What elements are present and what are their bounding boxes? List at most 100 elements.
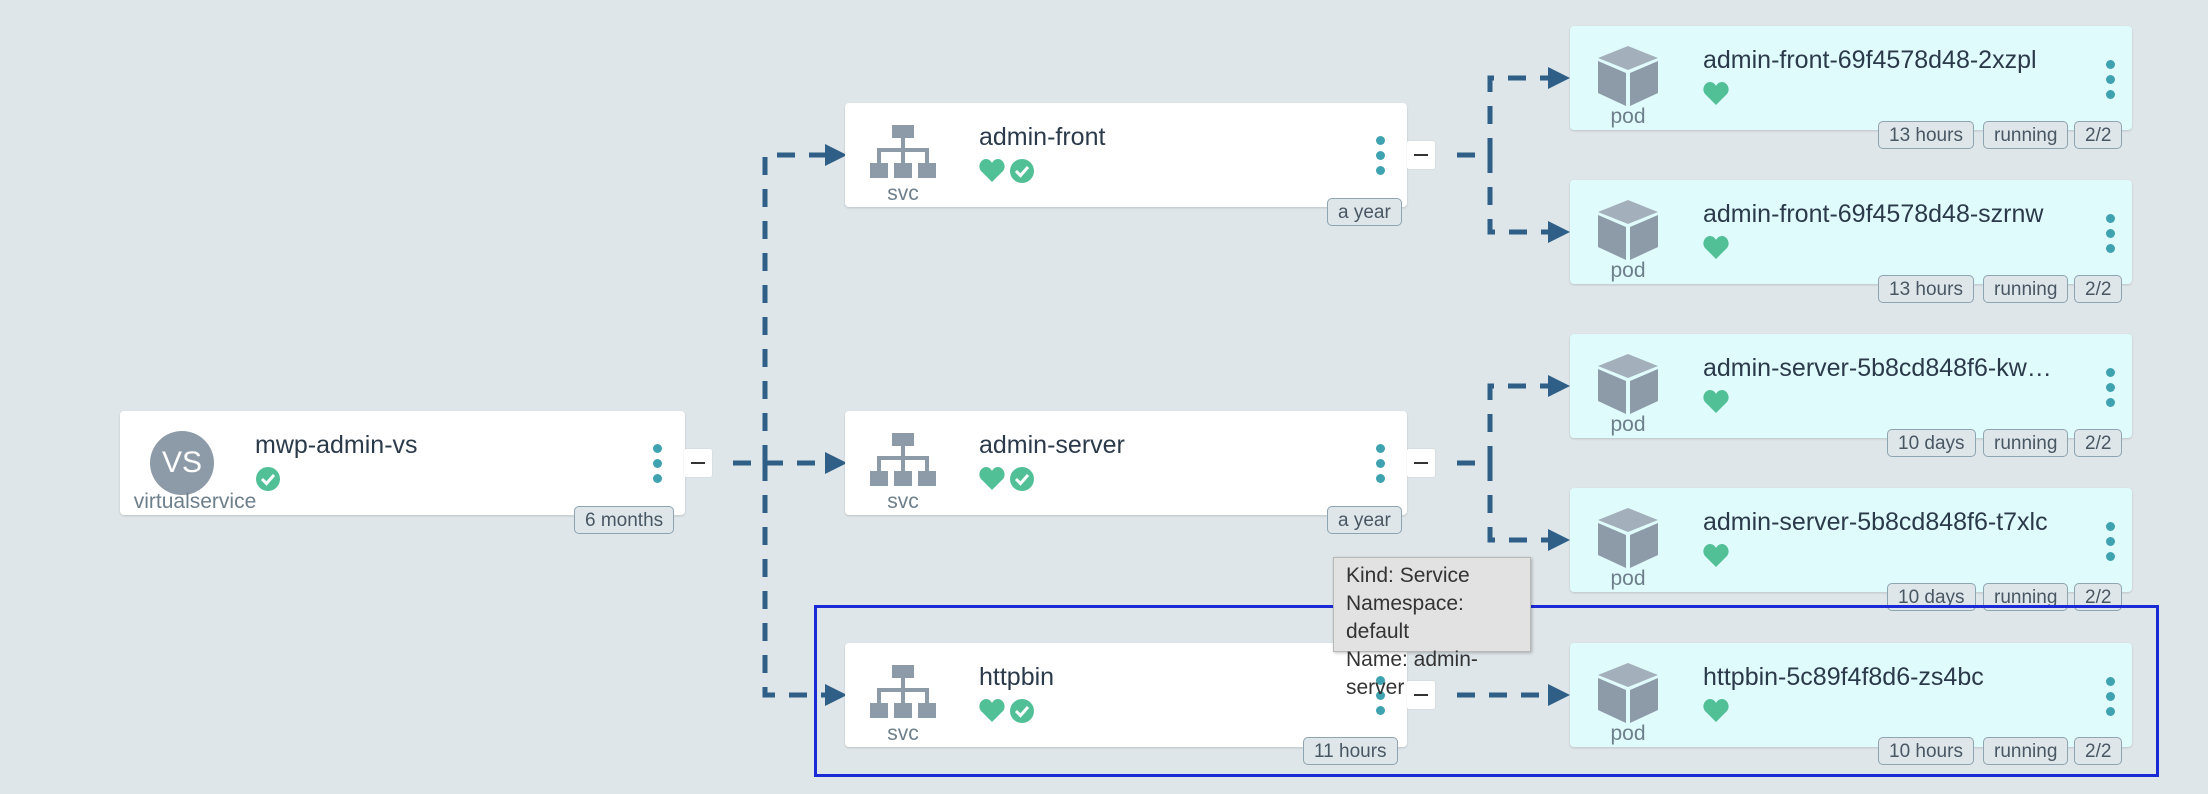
age-badge: 13 hours <box>1878 121 1974 149</box>
collapse-toggle[interactable] <box>1407 141 1435 169</box>
node-title: httpbin-5c89f4f8d6-zs4bc <box>1703 663 1984 691</box>
kebab-menu-button[interactable] <box>1375 136 1385 181</box>
service-icon <box>870 665 936 718</box>
status-icons <box>1703 699 1729 723</box>
heart-icon <box>1703 544 1729 567</box>
heart-icon <box>979 159 1005 182</box>
node-kind-label: virtualservice <box>133 490 257 513</box>
node-kind-label: svc <box>887 722 919 745</box>
arrowhead-pod-3 <box>1548 375 1570 397</box>
heart-icon <box>1703 699 1729 722</box>
virtualservice-node[interactable]: VS virtualservice mwp-admin-vs <box>120 411 685 515</box>
collapse-toggle[interactable] <box>1407 449 1435 477</box>
status-icons <box>1703 390 1729 414</box>
kebab-menu-button[interactable] <box>2105 214 2115 259</box>
node-title: httpbin <box>979 663 1055 691</box>
collapse-toggle[interactable] <box>1407 681 1435 709</box>
status-icons <box>1703 236 1729 260</box>
kebab-menu-button[interactable] <box>2105 522 2115 567</box>
heart-icon <box>979 467 1005 490</box>
check-circle-icon <box>1010 467 1034 491</box>
pod-node-5[interactable]: pod httpbin-5c89f4f8d6-zs4bc <box>1570 643 2132 747</box>
edge-admin-front-to-pod-2 <box>1487 155 1555 235</box>
service-node-admin-server[interactable]: svc admin-server <box>845 411 1407 515</box>
pod-cube-icon <box>1598 663 1658 723</box>
pod-node-1[interactable]: pod admin-front-69f4578d48-2xzpl <box>1570 26 2132 130</box>
ready-badge: 2/2 <box>2074 737 2123 765</box>
status-icons <box>255 466 281 492</box>
service-icon <box>870 433 936 486</box>
node-title: admin-server-5b8cd848f6-t7xlc <box>1703 508 2048 536</box>
arrowhead-httpbin <box>825 684 847 706</box>
edge-vs-to-admin-front <box>733 152 835 466</box>
arrowhead-pod-5 <box>1548 684 1570 706</box>
edge-admin-server-to-pod-4 <box>1487 463 1555 543</box>
node-kind-label: pod <box>1610 722 1646 745</box>
age-badge: 10 hours <box>1878 737 1974 765</box>
status-icons <box>1703 544 1729 568</box>
kebab-menu-button[interactable] <box>2105 368 2115 413</box>
collapse-toggle[interactable] <box>684 449 712 477</box>
check-circle-icon <box>1010 699 1034 723</box>
status-icons <box>979 466 1035 492</box>
kebab-menu-button[interactable] <box>2105 677 2115 722</box>
age-badge: a year <box>1327 506 1402 534</box>
phase-badge: running <box>1983 429 2069 457</box>
node-kind-label: svc <box>887 490 919 513</box>
kebab-menu-button[interactable] <box>652 444 662 489</box>
node-tooltip: Kind: Service Namespace: default Name: a… <box>1333 557 1531 699</box>
tooltip-kind: Kind: Service <box>1346 564 1470 587</box>
age-badge: 13 hours <box>1878 275 1974 303</box>
pod-cube-icon <box>1598 200 1658 260</box>
age-badge: 10 days <box>1887 429 1976 457</box>
node-kind-label: pod <box>1610 567 1646 590</box>
phase-badge: running <box>1983 121 2069 149</box>
node-kind-label: pod <box>1610 413 1646 436</box>
check-circle-icon <box>1010 159 1034 183</box>
edge-admin-front-to-pod-1 <box>1457 75 1555 158</box>
node-kind-label: svc <box>887 182 919 205</box>
heart-icon <box>1703 390 1729 413</box>
node-title: admin-server-5b8cd848f6-kw… <box>1703 354 2052 382</box>
pod-node-3[interactable]: pod admin-server-5b8cd848f6-kw… <box>1570 334 2132 438</box>
kebab-menu-button[interactable] <box>1375 676 1385 721</box>
kebab-menu-button[interactable] <box>2105 60 2115 105</box>
pod-cube-icon <box>1598 46 1658 106</box>
ready-badge: 2/2 <box>2074 275 2123 303</box>
ready-badge: 2/2 <box>2074 429 2123 457</box>
arrowhead-pod-1 <box>1548 67 1570 89</box>
phase-badge: running <box>1983 737 2069 765</box>
heart-icon <box>1703 236 1729 259</box>
arrowhead-admin-server <box>825 452 847 474</box>
tooltip-name: Name: admin-server <box>1346 648 1478 699</box>
heart-icon <box>1703 82 1729 105</box>
check-circle-icon <box>256 467 280 491</box>
status-icons <box>979 158 1035 184</box>
node-title: admin-front-69f4578d48-szrnw <box>1703 200 2044 228</box>
pod-cube-icon <box>1598 508 1658 568</box>
arrowhead-pod-2 <box>1548 221 1570 243</box>
edge-vs-to-httpbin <box>762 463 835 698</box>
pod-node-2[interactable]: pod admin-front-69f4578d48-szrnw <box>1570 180 2132 284</box>
tooltip-namespace: Namespace: default <box>1346 592 1464 643</box>
phase-badge: running <box>1983 275 2069 303</box>
edge-admin-server-to-pod-3 <box>1457 383 1555 466</box>
age-badge: 6 months <box>574 506 675 534</box>
node-kind-label: pod <box>1610 259 1646 282</box>
arrowhead-pod-4 <box>1548 529 1570 551</box>
pod-cube-icon <box>1598 354 1658 414</box>
node-title: admin-server <box>979 431 1125 459</box>
pod-node-4[interactable]: pod admin-server-5b8cd848f6-t7xlc <box>1570 488 2132 592</box>
node-kind-label: pod <box>1610 105 1646 128</box>
node-title: admin-front <box>979 123 1106 151</box>
service-node-admin-front[interactable]: svc admin-front <box>845 103 1407 207</box>
heart-icon <box>979 699 1005 722</box>
virtualservice-avatar: VS <box>150 431 214 495</box>
kebab-menu-button[interactable] <box>1375 444 1385 489</box>
ready-badge: 2/2 <box>2074 121 2123 149</box>
service-node-httpbin[interactable]: svc httpbin <box>845 643 1407 747</box>
age-badge: 11 hours <box>1303 737 1398 765</box>
arrowhead-admin-front <box>825 144 847 166</box>
status-icons <box>979 698 1035 724</box>
